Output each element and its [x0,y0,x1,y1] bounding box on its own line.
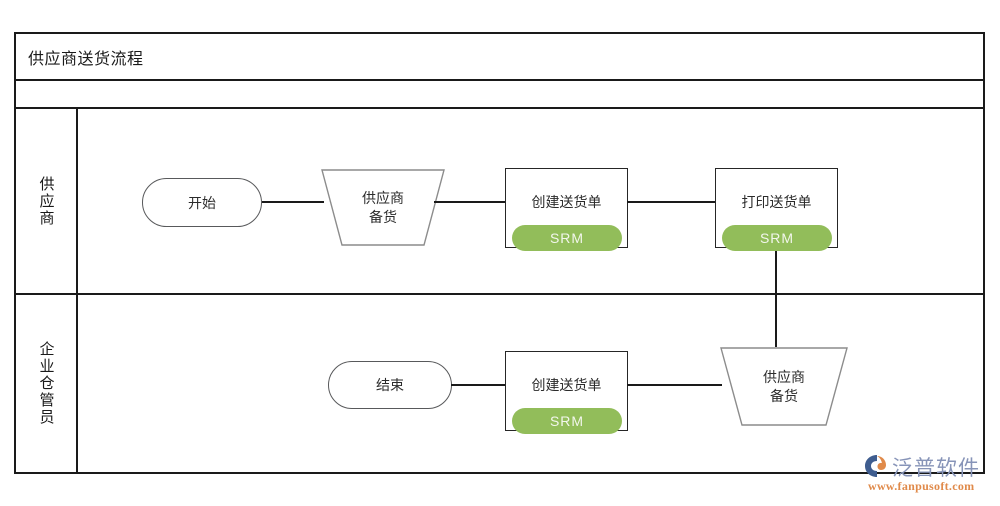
node-print-delivery-note-label: 打印送货单 [741,194,812,210]
node-end[interactable]: 结束 [328,361,452,409]
trapezoid-shape [720,347,848,426]
label-line-1: 供应商 [763,368,805,385]
fanpu-logo-icon [865,455,886,477]
node-create-delivery-note-top-label: 创建送货单 [531,194,602,210]
connector-create-to-print [627,201,717,203]
node-create-delivery-note-bottom-label: 创建送货单 [531,377,602,393]
connector-prep-to-create [434,201,520,203]
lane-label-supplier: 供应商 [37,175,55,227]
lane-supplier: 供应商 开始 供应商 备货 [16,109,983,295]
lanes-container: 供应商 开始 供应商 备货 [16,109,983,472]
node-end-label: 结束 [376,377,404,393]
srm-badge-create-top[interactable]: SRM [512,225,622,251]
diagram-title-band: 供应商送货流程 [16,34,983,81]
srm-badge-print[interactable]: SRM [722,225,832,251]
lane-warehouse: 企业仓管员 结束 创建送货单 SRM [16,295,983,472]
connector-start-to-prep [262,201,324,203]
node-supplier-prep-top-label: 供应商 备货 [320,168,446,247]
label-line-2: 备货 [770,387,798,404]
label-line-1: 供应商 [362,189,404,206]
connector-print-down-lane1 [775,247,777,295]
node-start-label: 开始 [188,194,216,211]
trapezoid-shape [321,169,445,246]
srm-badge-label: SRM [549,230,585,246]
page-title: 供应商送货流程 [28,50,144,68]
swimlane-diagram-frame: 供应商送货流程 供应商 开始 [14,32,985,474]
srm-badge-label: SRM [759,230,795,246]
node-start[interactable]: 开始 [142,178,262,227]
connector-prep-bottom-to-create-bottom [627,384,722,386]
label-line-2: 备货 [369,208,397,225]
lane-header-warehouse: 企业仓管员 [16,295,78,472]
watermark-brand: 泛普软件 [892,456,980,480]
node-supplier-prep-top[interactable]: 供应商 备货 [320,168,446,247]
node-supplier-prep-bottom-label: 供应商 备货 [719,346,849,427]
connector-create-to-end [451,384,507,386]
watermark-url: www.fanpusoft.com [868,479,975,493]
lane-header-supplier: 供应商 [16,109,78,293]
lane-body-warehouse: 结束 创建送货单 SRM [78,295,983,472]
node-supplier-prep-bottom[interactable]: 供应商 备货 [719,346,849,427]
srm-badge-label: SRM [549,413,585,429]
lane-label-warehouse: 企业仓管员 [37,341,55,426]
phase-band [16,81,983,109]
srm-badge-create-bottom[interactable]: SRM [512,408,622,434]
watermark: 泛普软件 www.fanpusoft.com [862,452,992,498]
connector-print-down-lane2 [775,295,777,347]
lane-body-supplier: 开始 供应商 备货 创建送货单 [78,109,983,295]
